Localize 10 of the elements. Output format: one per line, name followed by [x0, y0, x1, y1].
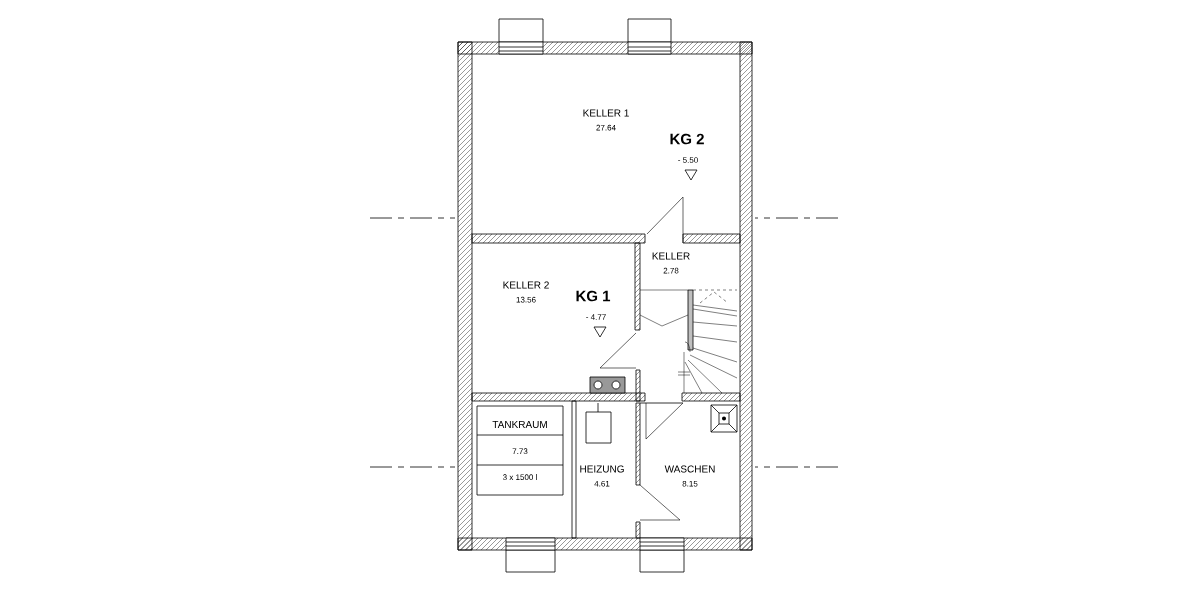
floor-level-label: KG 2: [670, 133, 704, 145]
room-label: KELLER 2.78: [652, 252, 690, 274]
elevation-label: - 4.77: [586, 314, 606, 320]
room-label: KELLER 1 27.64: [583, 109, 629, 131]
elevation-label: - 5.50: [678, 157, 698, 163]
room-label: WASCHEN 8.15: [664, 465, 715, 487]
floor-level-label: KG 1: [576, 290, 611, 302]
tank-table: TANKRAUM 7.73 3 x 1500 l: [476, 405, 564, 496]
room-label: KELLER 2 13.56: [503, 281, 549, 303]
room-label: HEIZUNG 4.61: [580, 465, 624, 487]
